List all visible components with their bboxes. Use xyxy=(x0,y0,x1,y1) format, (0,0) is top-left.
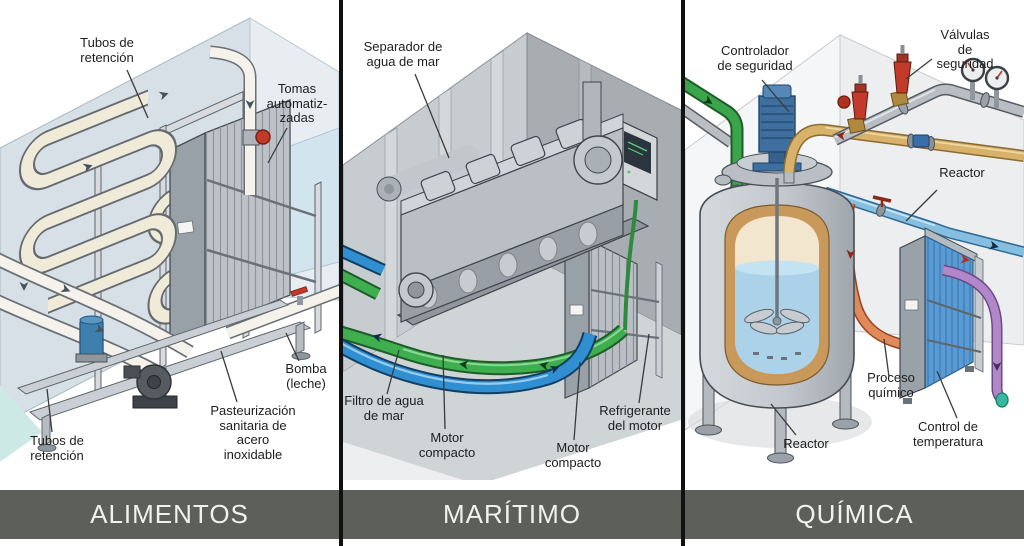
label-filtro-agua-mar: Filtro de agua de mar xyxy=(344,393,424,423)
label-controlador-seguridad: Controlador de seguridad xyxy=(717,43,793,73)
label-control-temperatura: Control de temperatura xyxy=(912,419,984,449)
control-panel xyxy=(618,119,658,201)
band-title: MARÍTIMO xyxy=(443,499,581,529)
panel-maritimo: Separador de agua de mar Filtro de agua … xyxy=(343,0,685,546)
milk-pump xyxy=(123,364,178,409)
quimica-illustration xyxy=(685,0,1024,480)
panel-alimentos: Tubos de retención Tomas automatiz- zada… xyxy=(0,0,343,546)
panel-quimica: Controlador de seguridad Válvulas de seg… xyxy=(685,0,1024,546)
header-pipe xyxy=(832,57,1024,146)
label-tubos-retencion-bottom: Tubos de retención xyxy=(30,433,84,463)
band-quimica: QUÍMICA xyxy=(685,490,1024,539)
window xyxy=(284,127,339,277)
label-reactor-upper: Reactor xyxy=(939,165,985,180)
red-valve-handle xyxy=(290,286,309,297)
reactor-legs xyxy=(695,347,859,464)
compact-engine xyxy=(376,81,650,326)
teal-drain-cap xyxy=(995,392,1009,408)
pressure-gauge xyxy=(960,57,986,100)
label-reactor-lower: Reactor xyxy=(783,436,829,451)
agitator-impeller xyxy=(744,308,810,335)
band-gap xyxy=(0,480,339,490)
band-gap xyxy=(343,480,681,490)
label-motor-compacto-right: Motor compacto xyxy=(544,440,602,470)
pressure-gauge xyxy=(984,65,1010,108)
intake-pipe xyxy=(209,45,271,195)
label-tubos-retencion-top: Tubos de retención xyxy=(80,35,134,65)
blue-ball-valve xyxy=(907,133,935,151)
band-bottom-gap xyxy=(0,539,339,546)
blue-pump xyxy=(75,315,108,363)
safety-valve xyxy=(890,45,912,107)
gold-pipe xyxy=(783,123,1024,184)
label-proceso-quimico: Proceso químico xyxy=(867,370,915,400)
band-title: QUÍMICA xyxy=(795,499,914,529)
label-tomas-automatizadas: Tomas automatiz- zadas xyxy=(266,81,328,126)
leader-lines xyxy=(386,73,650,441)
label-refrigerante-motor: Refrigerante del motor xyxy=(599,403,671,433)
band-alimentos: ALIMENTOS xyxy=(0,490,339,539)
light-blue-pipe xyxy=(823,186,1024,258)
alimentos-illustration xyxy=(0,0,339,480)
label-separador-agua-mar: Separador de agua de mar xyxy=(363,39,443,69)
red-valve-wheel xyxy=(255,129,271,145)
temperature-pipe-purple xyxy=(941,264,1009,408)
plate-heat-exchanger xyxy=(169,99,317,349)
green-sensor-line xyxy=(623,199,638,331)
band-bottom-gap xyxy=(685,539,1024,546)
band-title: ALIMENTOS xyxy=(90,499,249,529)
leader-lines xyxy=(761,58,958,436)
maritimo-illustration xyxy=(343,0,681,480)
reactor-vessel xyxy=(695,152,859,464)
label-pasteurizacion: Pasteurización sanitaria de acero inoxid… xyxy=(210,403,296,463)
safety-valve xyxy=(837,75,869,134)
leader-lines xyxy=(46,69,300,433)
band-maritimo: MARÍTIMO xyxy=(343,490,681,539)
dome-port xyxy=(714,174,732,186)
label-bomba-leche: Bomba (leche) xyxy=(285,361,327,391)
label-valvulas-seguridad: Válvulas de seguridad xyxy=(936,27,994,72)
band-gap xyxy=(685,480,1024,490)
seawater-separator xyxy=(376,145,479,202)
retention-coil-left xyxy=(19,89,177,314)
band-bottom-gap xyxy=(343,539,681,546)
label-motor-compacto-left: Motor compacto xyxy=(418,430,476,460)
reactor-cutaway xyxy=(724,178,830,386)
